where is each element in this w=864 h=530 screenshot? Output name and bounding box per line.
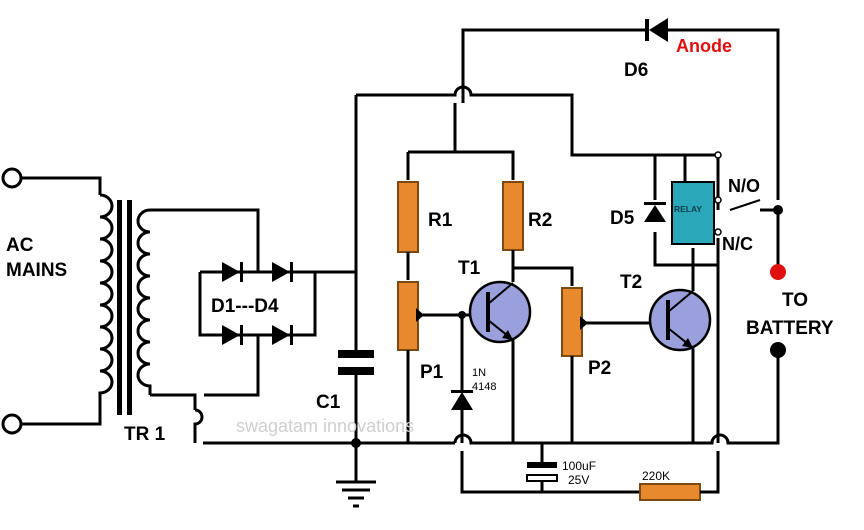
supply-rail	[356, 85, 720, 210]
label-1n: 1N	[472, 367, 486, 379]
watermark: swagatam innovations	[236, 416, 414, 436]
capacitor-100uf	[526, 443, 558, 492]
ground-rail-right	[453, 355, 780, 445]
label-25v: 25V	[568, 473, 589, 487]
d6-lead	[461, 28, 645, 103]
battery-positive-terminal	[770, 264, 786, 280]
battery-terminals	[770, 210, 786, 358]
label-to: TO	[782, 290, 808, 311]
label-mains: MAINS	[6, 260, 67, 281]
ac-mains-input	[1, 167, 102, 435]
battery-negative-terminal	[770, 342, 786, 358]
potentiometer-p1	[397, 281, 419, 351]
label-4148: 4148	[472, 381, 496, 393]
resistor-r2	[502, 181, 524, 251]
label-r1: R1	[428, 210, 453, 231]
label-tr1: TR 1	[124, 424, 166, 445]
label-nc: N/C	[722, 234, 753, 254]
label-220k: 220K	[642, 469, 670, 483]
relay	[644, 151, 783, 443]
label-ac: AC	[6, 235, 34, 256]
label-anode: Anode	[676, 36, 732, 56]
label-p2: P2	[588, 358, 611, 379]
diode-1n4148	[451, 311, 473, 443]
label-relay: RELAY	[674, 204, 702, 214]
resistor-220k	[639, 483, 701, 501]
label-r2: R2	[528, 210, 552, 231]
label-p1: P1	[420, 362, 444, 383]
label-t1: T1	[458, 258, 481, 279]
label-d6: D6	[624, 60, 648, 81]
label-c1: C1	[316, 392, 341, 413]
transistor-t2	[648, 263, 712, 443]
label-100uf: 100uF	[562, 459, 596, 473]
label-battery: BATTERY	[746, 318, 834, 339]
resistor-r1	[397, 181, 419, 253]
label-no: N/O	[728, 176, 760, 196]
transistor-t1	[468, 266, 574, 443]
label-d5: D5	[610, 208, 635, 229]
capacitor-c1	[336, 95, 376, 508]
bottom-feedback-wire	[460, 451, 640, 494]
bridge-rectifier	[198, 262, 356, 397]
label-t2: T2	[620, 272, 642, 293]
resistor-top-bus	[406, 150, 515, 180]
diode-d6	[645, 18, 780, 200]
transformer-tr1	[98, 193, 260, 443]
label-bridge: D1---D4	[211, 296, 279, 317]
potentiometer-p2	[561, 287, 583, 357]
